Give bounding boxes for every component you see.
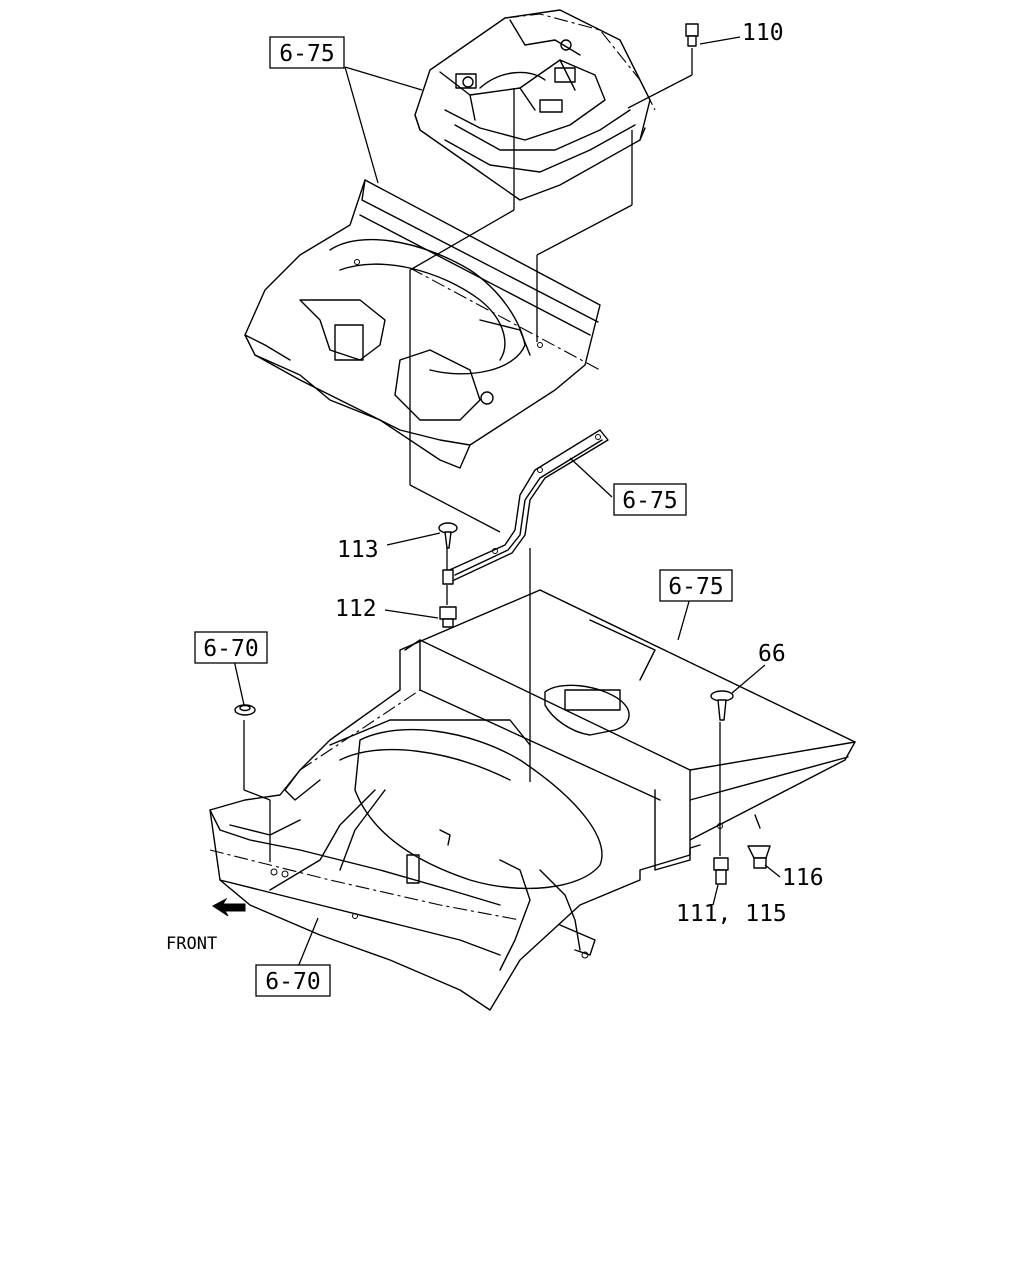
ref-box-6-75-top: 6-75 [269,36,345,69]
cross-rail-bracket [444,429,609,583]
ref-box-6-75-lower: 6-75 [659,569,733,602]
grommet-6-70-icon [234,704,256,716]
assembly-guide-lines [243,48,721,862]
bolt-110-icon [685,23,699,47]
ref-box-6-75-middle: 6-75 [613,483,687,516]
ref-label-6-70-left: 6-70 [203,636,258,662]
upper-tray-panel [414,9,656,201]
push-pin-66-icon [710,690,734,721]
clip-116-icon [747,845,771,869]
ref-box-6-70-bottom: 6-70 [255,964,331,997]
ref-label-6-75-lower: 6-75 [668,574,723,600]
rear-floor-panel [244,179,601,469]
front-arrow-icon [212,897,246,917]
ref-label-6-70-bottom: 6-70 [265,969,320,995]
clip-bracket-icon [442,569,454,585]
ref-box-6-70-left: 6-70 [194,631,268,664]
ref-label-6-75-top: 6-75 [279,41,334,67]
main-floor-panel [209,589,856,1011]
ref-label-6-75-middle: 6-75 [622,488,677,514]
screw-113-icon [438,522,458,549]
callout-leaders [233,36,781,968]
part-number-111-115: 111, 115 [676,901,787,927]
front-direction-label: FRONT [166,934,217,954]
part-number-66: 66 [758,641,786,667]
bolt-111-115-icon [713,857,729,885]
part-number-113: 113 [337,537,379,563]
clip-112-icon [439,606,457,628]
part-number-110: 110 [742,20,784,46]
part-number-116: 116 [782,865,824,891]
part-number-112: 112 [335,596,377,622]
